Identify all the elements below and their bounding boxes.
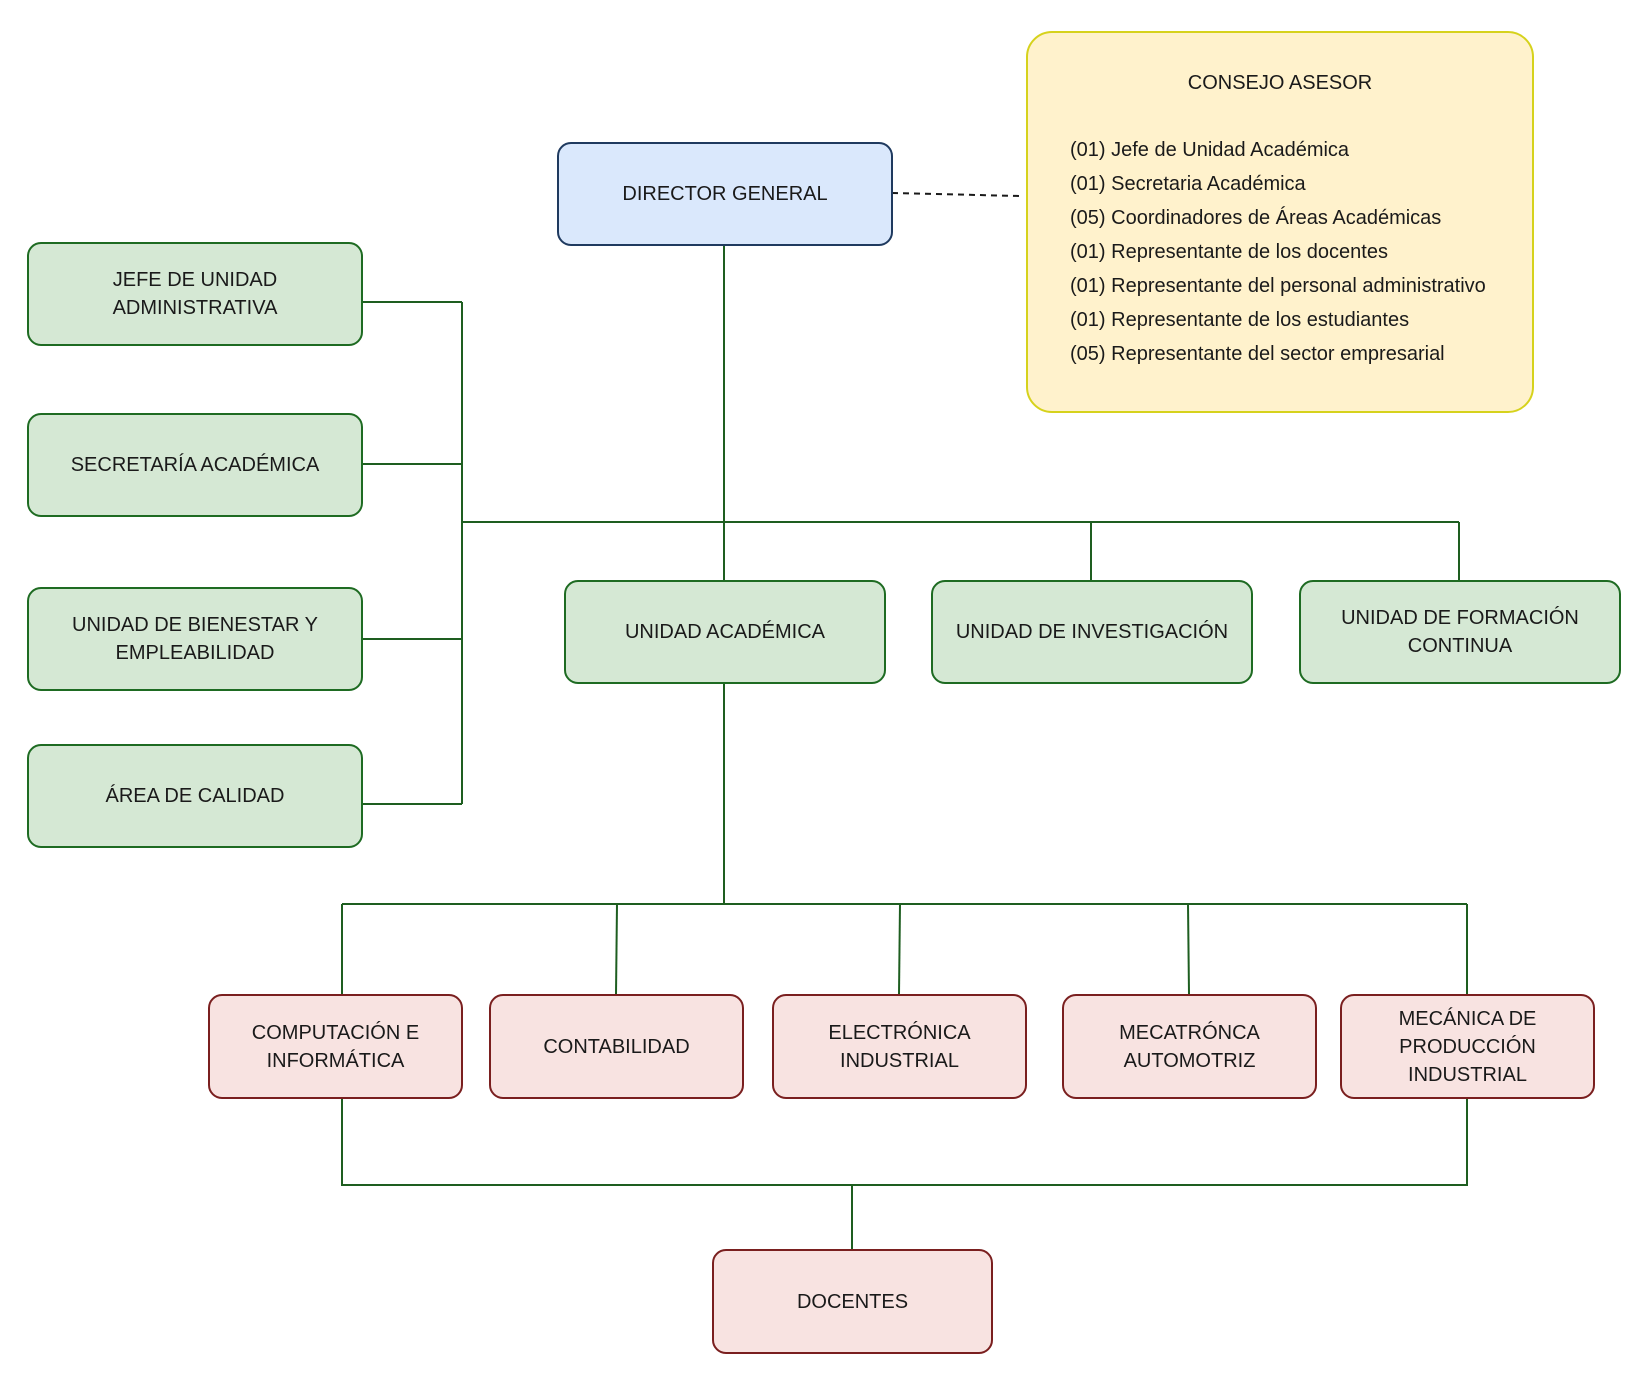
computacion-informatica-box: COMPUTACIÓN E INFORMÁTICA [208,994,463,1099]
connector-council-dashed [891,192,1021,197]
area-calidad-box: ÁREA DE CALIDAD [27,744,363,848]
unidad-formacion-continua-label: UNIDAD DE FORMACIÓN CONTINUA [1341,607,1579,657]
connector-docentes-bus [341,1099,1468,1186]
director-general-box: DIRECTOR GENERAL [557,142,893,246]
council-member: (05) Representante del sector empresaria… [1070,343,1445,365]
unidad-bienestar-label: UNIDAD DE BIENESTAR Y EMPLEABILIDAD [72,614,318,664]
mecatronica-automotriz-label: MECATRÓNCA AUTOMOTRIZ [1119,1021,1260,1072]
docentes-box: DOCENTES [712,1249,993,1354]
council-member: (01) Representante de los estudiantes [1070,309,1410,331]
connector-to-contabilidad [615,903,618,995]
council-member: (01) Secretaria Académica [1070,173,1306,195]
electronica-industrial-label: ELECTRÓNICA INDUSTRIAL [828,1021,971,1072]
contabilidad-label: CONTABILIDAD [543,1035,690,1058]
council-member: (05) Coordinadores de Áreas Académicas [1070,207,1442,229]
docentes-label: DOCENTES [796,1290,909,1313]
area-calidad-label: ÁREA DE CALIDAD [105,785,285,807]
electronica-industrial-box: ELECTRÓNICA INDUSTRIAL [772,994,1027,1099]
jefe-unidad-administrativa-label: JEFE DE UNIDAD ADMINISTRATIVA [112,269,278,319]
connector-to-mecatronica [1187,903,1190,995]
consejo-asesor-title: CONSEJO ASESOR [1187,72,1373,94]
contabilidad-box: CONTABILIDAD [489,994,744,1099]
unidad-academica-box: UNIDAD ACADÉMICA [564,580,886,684]
consejo-asesor-box: CONSEJO ASESOR (01) Jefe de Unidad Acadé… [1026,31,1534,413]
mecatronica-automotriz-box: MECATRÓNCA AUTOMOTRIZ [1062,994,1317,1099]
council-member: (01) Jefe de Unidad Académica [1070,139,1350,161]
council-member: (01) Representante de los docentes [1070,241,1388,263]
computacion-informatica-label: COMPUTACIÓN E INFORMÁTICA [251,1021,420,1072]
unidad-investigacion-box: UNIDAD DE INVESTIGACIÓN [931,580,1253,684]
secretaria-academica-box: SECRETARÍA ACADÉMICA [27,413,363,517]
unidad-academica-label: UNIDAD ACADÉMICA [624,621,826,643]
consejo-asesor-members: (01) Jefe de Unidad Académica (01) Secre… [1070,133,1512,371]
jefe-unidad-administrativa-box: JEFE DE UNIDAD ADMINISTRATIVA [27,242,363,346]
director-general-label: DIRECTOR GENERAL [622,183,828,205]
council-member: (01) Representante del personal administ… [1070,275,1486,297]
mecanica-produccion-industrial-box: MECÁNICA DE PRODUCCIÓN INDUSTRIAL [1340,994,1595,1099]
unidad-bienestar-box: UNIDAD DE BIENESTAR Y EMPLEABILIDAD [27,587,363,691]
unidad-investigacion-label: UNIDAD DE INVESTIGACIÓN [955,621,1229,643]
unidad-formacion-continua-box: UNIDAD DE FORMACIÓN CONTINUA [1299,580,1621,684]
mecanica-produccion-industrial-label: MECÁNICA DE PRODUCCIÓN INDUSTRIAL [1398,1007,1537,1086]
connector-to-electronica [898,903,901,995]
secretaria-academica-label: SECRETARÍA ACADÉMICA [70,454,320,476]
